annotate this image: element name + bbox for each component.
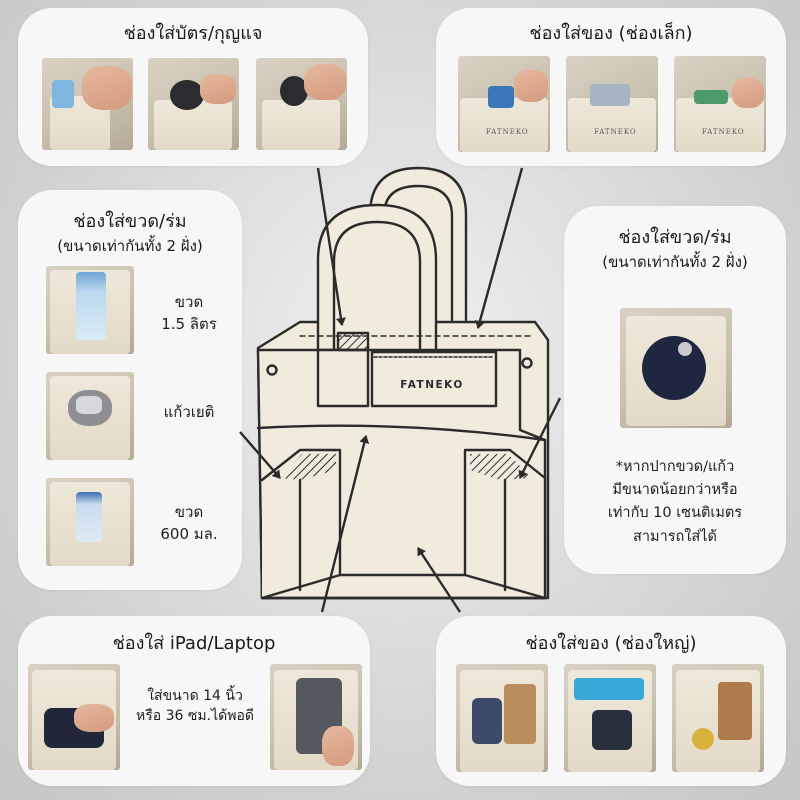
small-pocket-photo-3: FATNEKO (674, 56, 766, 152)
bottle-photo-2 (46, 372, 134, 460)
bottle-right-panel: ช่องใส่ขวด/ร่ม (ขนาดเท่ากันทั้ง 2 ฝั่ง) … (564, 206, 786, 574)
bottle-label-3: ขวด 600 มล. (144, 502, 234, 546)
arrow-left-bottle (239, 431, 281, 479)
ipad-size-text: ใส่ขนาด 14 นิ้ว หรือ 36 ซม.ได้พอดี (120, 686, 270, 727)
card-key-panel: ช่องใส่บัตร/กุญแจ (18, 8, 368, 166)
small-pocket-panel: ช่องใส่ของ (ช่องเล็ก) FATNEKO FATNEKO FA… (436, 8, 786, 166)
bottle-photo-3 (46, 478, 134, 566)
note-line-2: มีขนาดน้อยกว่าหรือ (612, 482, 738, 499)
bottle-label-2: แก้วเยติ (144, 402, 234, 424)
arrow-right-bottle (518, 397, 562, 479)
front-handle (316, 203, 438, 352)
front-pocket-left (316, 348, 370, 408)
card-key-photo-2 (148, 58, 239, 150)
small-pocket-brand-1: FATNEKO (486, 128, 529, 136)
arrow-small-pocket (475, 167, 524, 329)
large-pocket-title: ช่องใส่ของ (ช่องใหญ่) (525, 633, 697, 654)
ipad-panel: ช่องใส่ iPad/Laptop ใส่ขนาด 14 นิ้ว หรือ… (18, 616, 370, 786)
small-pocket-photo-2: FATNEKO (566, 56, 658, 152)
small-pocket-title: ช่องใส่ของ (ช่องเล็ก) (529, 23, 693, 44)
bottle-left-title: ช่องใส่ขวด/ร่ม (73, 211, 187, 232)
card-key-photo-3 (256, 58, 347, 150)
arrow-card-key (316, 167, 346, 326)
arrow-laptop (320, 435, 370, 613)
small-pocket-brand-3: FATNEKO (702, 128, 745, 136)
ipad-photo-1 (28, 664, 120, 770)
card-key-photo-1 (42, 58, 133, 150)
umbrella-photo (620, 308, 732, 428)
bottle-left-panel: ช่องใส่ขวด/ร่ม (ขนาดเท่ากันทั้ง 2 ฝั่ง) … (18, 190, 242, 590)
large-pocket-panel: ช่องใส่ของ (ช่องใหญ่) (436, 616, 786, 786)
bottle-label-2-line1: แก้วเยติ (163, 403, 215, 421)
bottle-label-1-line1: ขวด (174, 293, 204, 311)
bottle-label-3-line2: 600 มล. (160, 524, 218, 543)
laptop-sleeve (256, 424, 547, 442)
bottle-right-title: ช่องใส่ขวด/ร่ม (618, 227, 732, 248)
bottle-label-1-line2: 1.5 ลิตร (161, 314, 217, 333)
large-pocket-photo-2 (564, 664, 656, 772)
bottle-label-1: ขวด 1.5 ลิตร (144, 292, 234, 336)
note-line-3: เท่ากับ 10 เซนติเมตร (607, 505, 743, 522)
small-pocket-brand-2: FATNEKO (594, 128, 637, 136)
ipad-photo-2 (270, 664, 362, 770)
bottle-left-subtitle: (ขนาดเท่ากันทั้ง 2 ฝั่ง) (57, 237, 203, 255)
ipad-size-line2: หรือ 36 ซม.ได้พอดี (136, 708, 254, 725)
bag-brand-text: FATNEKO (400, 379, 464, 391)
bottle-right-subtitle: (ขนาดเท่ากันทั้ง 2 ฝั่ง) (602, 253, 748, 271)
note-line-1: *หากปากขวด/แก้ว (615, 459, 735, 475)
bottle-label-3-line1: ขวด (174, 503, 204, 521)
small-pocket-photo-1: FATNEKO (458, 56, 550, 152)
bottle-photo-1 (46, 266, 134, 354)
large-pocket-photo-1 (456, 664, 548, 772)
front-pocket-right (370, 350, 498, 408)
ipad-size-line1: ใส่ขนาด 14 นิ้ว (147, 688, 243, 704)
bottle-right-note: *หากปากขวด/แก้ว มีขนาดน้อยกว่าหรือ เท่าก… (564, 456, 786, 549)
ipad-title: ช่องใส่ iPad/Laptop (112, 633, 276, 654)
large-pocket-photo-3 (672, 664, 764, 772)
card-key-title: ช่องใส่บัตร/กุญแจ (123, 23, 263, 44)
arrow-large-pocket (416, 547, 462, 613)
note-line-4: สามารถใส่ได้ (633, 528, 717, 545)
